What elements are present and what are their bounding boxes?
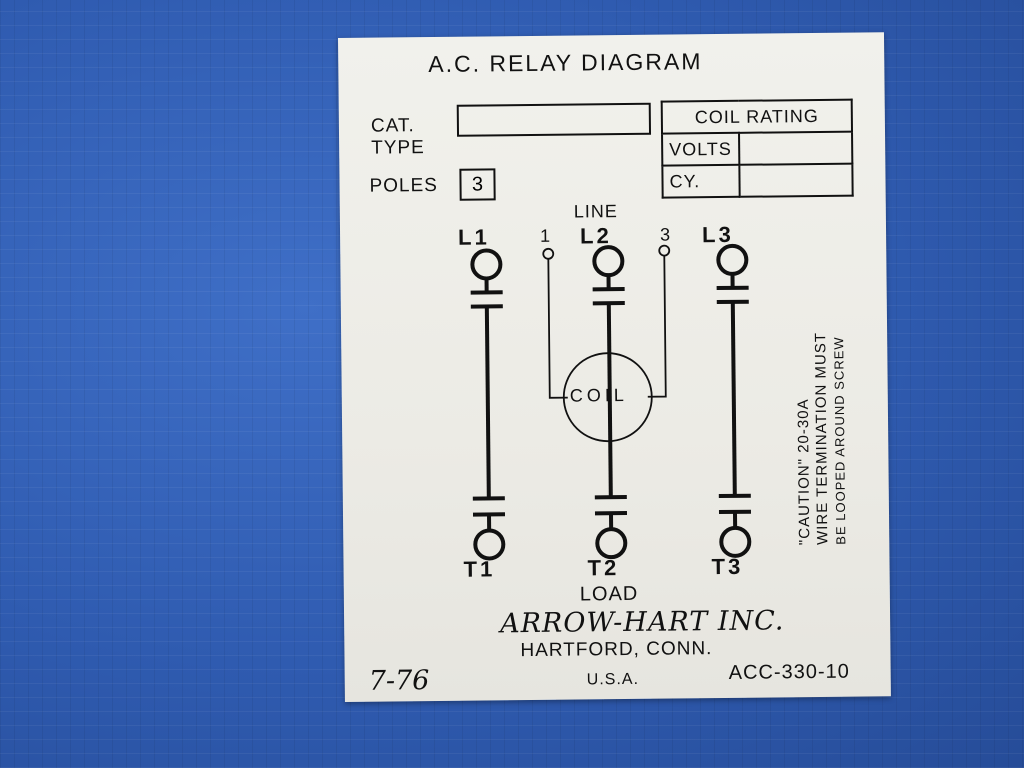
pole-1 (470, 248, 506, 561)
terminal-t2-label: T2 (587, 555, 620, 581)
terminal-t2-screw (595, 527, 628, 560)
coil-wire-1 (547, 258, 568, 399)
relay-schematic (470, 243, 752, 561)
caution-line-3: BE LOOPED AROUND SCREW (831, 336, 849, 545)
load-label: LOAD (579, 582, 639, 606)
caution-note: "CAUTION" 20-30A WIRE TERMINATION MUST B… (780, 233, 853, 554)
relay-diagram-card: A.C. RELAY DIAGRAM CAT. TYPE POLES 3 COI… (338, 32, 891, 702)
coil-terminal-1 (542, 247, 555, 260)
terminal-t3-screw (719, 525, 752, 558)
terminal-l3-screw (716, 243, 749, 276)
coil-terminal-3 (658, 244, 671, 257)
pole-2-line (606, 303, 613, 498)
terminal-l1-screw (470, 248, 503, 281)
coil-circle (562, 352, 653, 443)
terminal-l2-screw (592, 245, 625, 278)
pole-1-line (484, 306, 491, 499)
pole-3-line (730, 301, 737, 496)
company-city: HARTFORD, CONN. (520, 638, 713, 662)
pole-3 (716, 243, 752, 558)
print-date: 7-76 (368, 665, 430, 697)
company-name: ARROW-HART INC. (499, 605, 785, 640)
coil-wire-3 (647, 255, 667, 398)
company-country: U.S.A. (586, 670, 640, 689)
coil-label: COIL (569, 384, 628, 406)
part-code: ACC-330-10 (728, 660, 850, 684)
terminal-t3-label: T3 (711, 553, 744, 580)
terminal-t1-screw (473, 528, 506, 561)
pole-2 (592, 245, 628, 560)
terminal-t1-label: T1 (463, 556, 496, 582)
